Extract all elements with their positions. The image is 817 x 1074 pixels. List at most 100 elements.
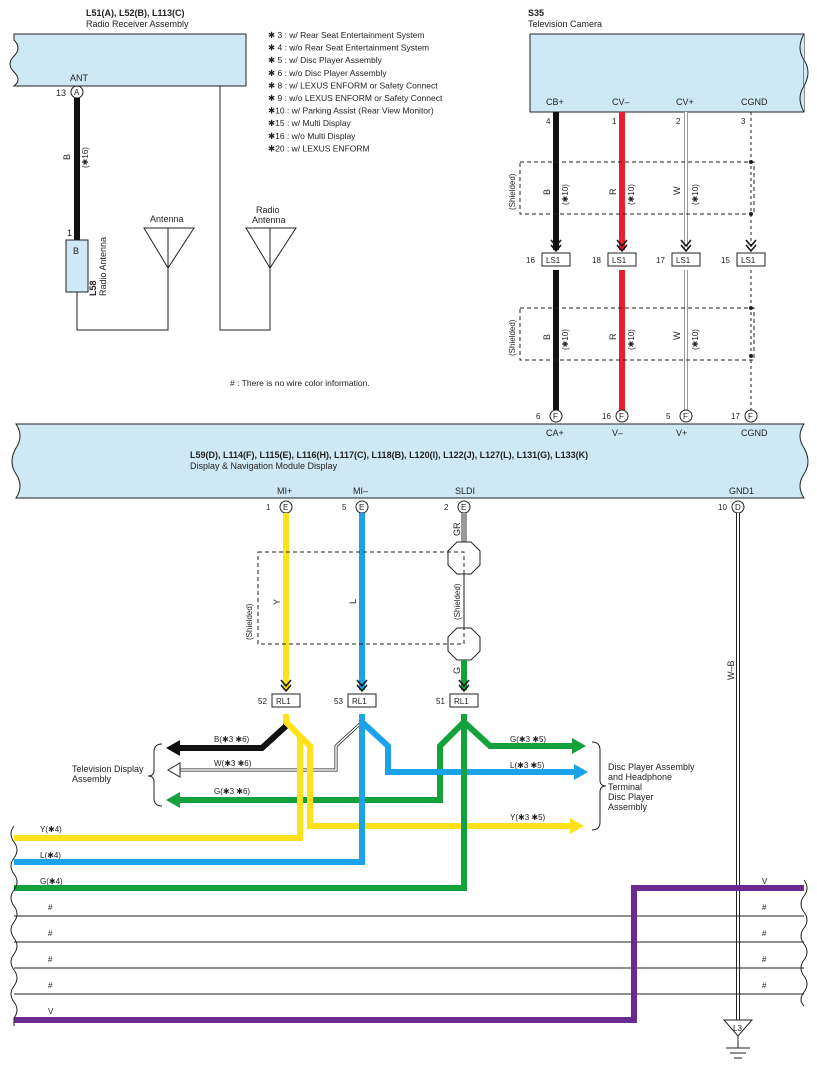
branch-wires — [14, 714, 804, 1023]
wire-y-label: Y — [272, 599, 282, 605]
wire-wb-label: W–B — [726, 660, 736, 680]
antenna2-label-2: Antenna — [252, 215, 286, 225]
camera-wire-note-2: (✱10) — [561, 329, 570, 350]
display-bottom-label: SLDI — [455, 486, 475, 496]
tv-camera: S35 Television Camera — [528, 8, 809, 113]
antenna2-label-1: Radio — [256, 205, 280, 215]
shielded-mid-label: (Shielded) — [453, 583, 462, 620]
camera-wire-note: (✱10) — [691, 184, 700, 205]
radio-receiver: L51(A), L52(B), L113(C) Radio Receiver A… — [9, 8, 247, 99]
bus-label-right: V — [762, 877, 768, 886]
note-item: ✱ 3 : w/ Rear Seat Entertainment System — [268, 30, 424, 40]
display-bottom-label: MI– — [353, 486, 368, 496]
ant-pin-conn: A — [74, 88, 80, 97]
display-top-connector — [615, 409, 629, 423]
camera-pins: CB+4BB(✱10)(✱10)LS116CV–1RR(✱10)(✱10)LS1… — [526, 97, 768, 410]
disc-player-name: Assembly — [608, 802, 648, 812]
camera-wire-color: B — [542, 189, 552, 195]
note-item: ✱ 6 : w/o Disc Player Assembly — [268, 68, 387, 78]
radio-receiver-code: L51(A), L52(B), L113(C) — [86, 8, 185, 18]
antenna-wire-color: B — [62, 154, 72, 160]
display-bottom-label: MI+ — [277, 486, 292, 496]
display-bottom-num: 5 — [342, 503, 347, 512]
note-item: ✱20 : w/ LEXUS ENFORM — [268, 143, 370, 153]
camera-wire-note-2: (✱10) — [691, 329, 700, 350]
display-top-label: CGND — [741, 428, 768, 438]
right-branch-label: L(✱3 ✱5) — [510, 761, 545, 770]
bus-label-left: Y(✱4) — [40, 825, 62, 834]
note-item: ✱15 : w/ Multi Display — [268, 118, 351, 128]
antenna1-icon — [143, 227, 195, 269]
camera-pin-num: 1 — [612, 117, 617, 126]
camera-wire-color: W — [672, 186, 682, 195]
display-top-label: CA+ — [546, 428, 564, 438]
note-item: ✱10 : w/ Parking Assist (Rear View Monit… — [268, 106, 434, 116]
bus-label-left: # — [48, 955, 53, 964]
rl1-label: RL1 — [276, 697, 291, 706]
ls1-num: 17 — [656, 256, 665, 265]
camera-wire-note: (✱10) — [627, 184, 636, 205]
rl1-connector — [271, 693, 301, 708]
display-module: L59(D), L114(F), L115(E), L116(H), L117(… — [11, 423, 809, 499]
antenna2-icon — [245, 227, 297, 269]
display-top-num: 17 — [731, 412, 740, 421]
bus-label-left: G(✱4) — [40, 877, 63, 886]
display-top-num: 5 — [666, 412, 671, 421]
wire-g-label: G — [452, 667, 462, 674]
display-module-code: L59(D), L114(F), L115(E), L116(H), L117(… — [190, 450, 588, 460]
shielded-left-label: (Shielded) — [245, 603, 254, 640]
ls1-num: 16 — [526, 256, 535, 265]
rl1-num: 52 — [258, 697, 267, 706]
display-bottom-conn: E — [359, 503, 364, 512]
display-top-conn: F — [553, 412, 558, 421]
display-top-conn: F — [683, 412, 688, 421]
camera-shielded-1: (Shielded) — [508, 173, 517, 210]
bus-label-right: # — [762, 955, 767, 964]
bus-label-left: V — [48, 1007, 54, 1016]
disc-player-name: Disc Player Assembly — [608, 762, 695, 772]
display-bottom-conn: E — [461, 503, 466, 512]
rl1-label: RL1 — [352, 697, 367, 706]
disc-player-name: Terminal — [608, 782, 642, 792]
camera-shield-boxes: (Shielded) (Shielded) — [508, 161, 755, 361]
antenna-wire-note: (✱16) — [81, 147, 90, 168]
bus-label-left: L(✱4) — [40, 851, 61, 860]
left-brace — [147, 743, 163, 807]
disc-player-name: Disc Player — [608, 792, 654, 802]
note-item: ✱ 4 : w/o Rear Seat Entertainment System — [268, 43, 429, 53]
camera-wire-color-2: R — [608, 333, 618, 340]
right-brace — [591, 741, 607, 831]
note-item: ✱ 8 : w/ LEXUS ENFORM or Safety Connect — [268, 80, 438, 90]
lower-labels: B(✱3 ✱6)W(✱3 ✱6)G(✱3 ✱6)G(✱3 ✱5)L(✱3 ✱5)… — [40, 735, 768, 1016]
tv-camera-name: Television Camera — [528, 19, 602, 29]
lower-wires: (Shielded) (Shielded) Y L GR G W–B L3 — [245, 513, 754, 1059]
rl1-num: 53 — [334, 697, 343, 706]
tv-display-name: Assembly — [72, 774, 112, 784]
antenna-circuit: B (✱16) 1 B L58 Radio Antenna Antenna Ra… — [62, 86, 297, 331]
camera-pin-num: 4 — [546, 117, 551, 126]
ant-pin-label: ANT — [70, 73, 89, 83]
antenna-connector-label: B — [73, 246, 79, 256]
bus-label-left: # — [48, 981, 53, 990]
display-top-conn: F — [748, 412, 753, 421]
camera-wire-note-2: (✱10) — [627, 329, 636, 350]
ls1-label: LS1 — [676, 256, 691, 265]
left-branch-label: G(✱3 ✱6) — [214, 787, 250, 796]
camera-pin-label: CV+ — [676, 97, 694, 107]
antenna-name: Radio Antenna — [98, 237, 108, 296]
camera-wire-color: R — [608, 188, 618, 195]
bus-edges — [10, 825, 808, 1026]
rl1-connector — [347, 693, 377, 708]
left-branch-label: B(✱3 ✱6) — [214, 735, 250, 744]
ground-icon — [722, 1019, 754, 1037]
tv-display-name: Television Display — [72, 764, 144, 774]
notes-list: ✱ 3 : w/ Rear Seat Entertainment System ✱… — [268, 30, 443, 153]
display-bottom-conn: D — [735, 503, 741, 512]
camera-wire-note: (✱10) — [561, 184, 570, 205]
display-bottom-num: 10 — [718, 503, 727, 512]
display-top-connector — [679, 409, 693, 423]
